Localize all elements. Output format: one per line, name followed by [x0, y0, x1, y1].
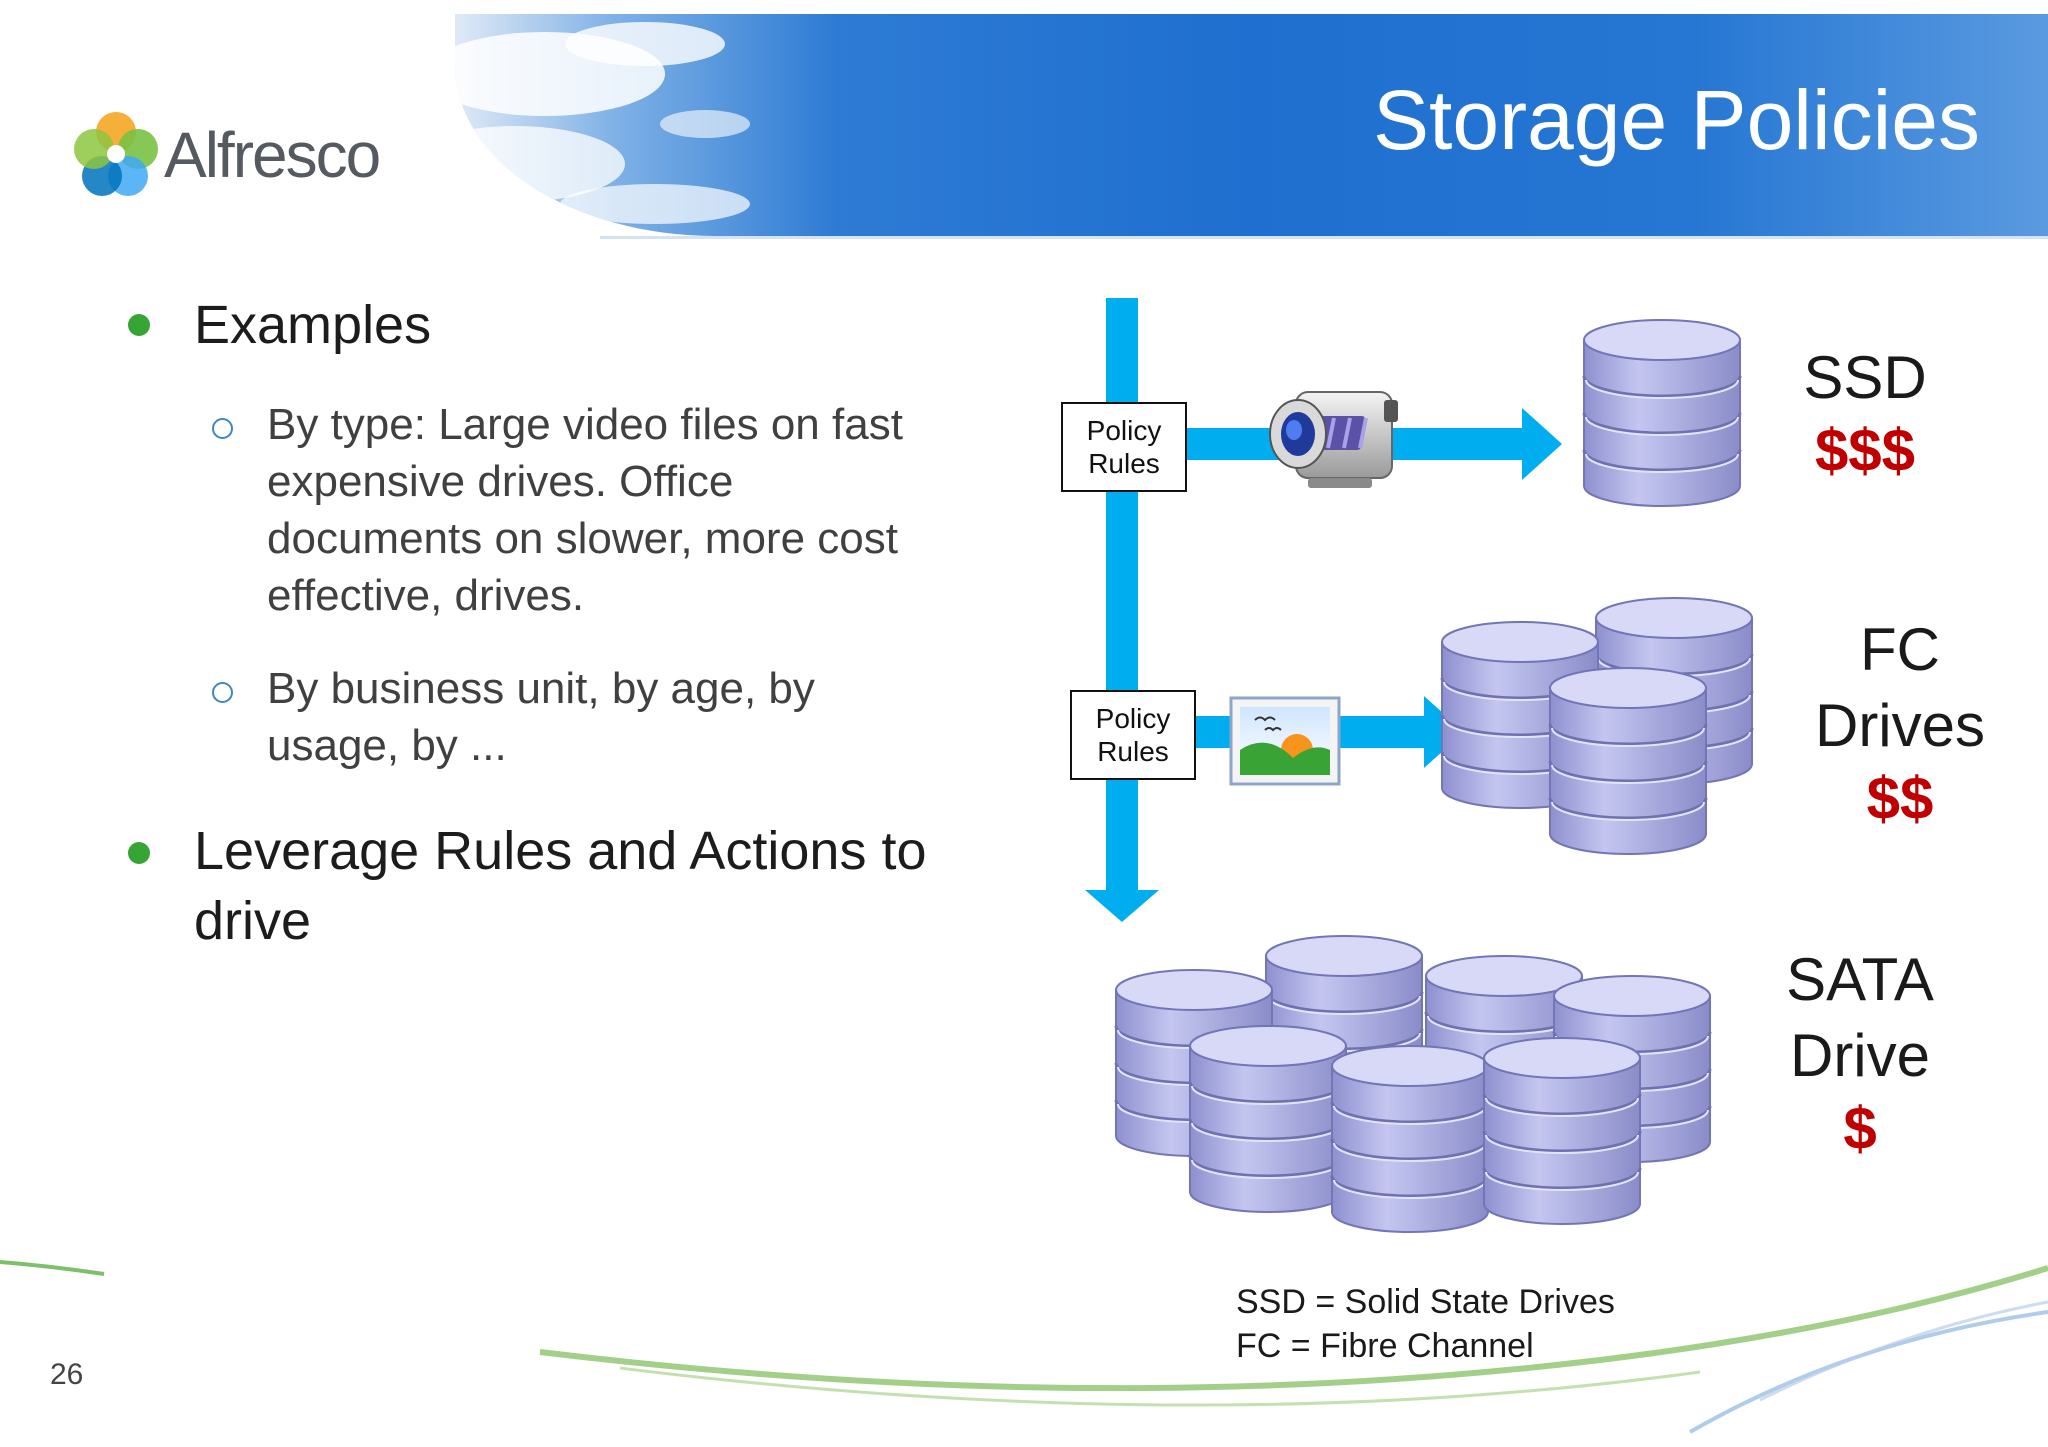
- bullet-examples: Examples: [194, 295, 432, 355]
- picture-icon: [1229, 696, 1341, 786]
- text-line: Rules: [1088, 448, 1160, 479]
- text-line: Policy: [1086, 415, 1162, 446]
- text-line: Policy: [1095, 703, 1171, 734]
- text-line: drive: [194, 891, 312, 951]
- alfresco-logo-icon: [74, 112, 158, 196]
- policy-rules-box: Policy Rules: [1070, 690, 1196, 780]
- sub-bullet-ring: [212, 418, 233, 439]
- text-line: Leverage Rules and Actions to: [194, 821, 927, 881]
- fc-disk-stack: [1548, 666, 1708, 856]
- tier-fc-drives: FC Drives $$: [1790, 612, 2010, 833]
- sata-disk-stack: [1482, 1036, 1642, 1226]
- slide-title: Storage Policies: [1373, 73, 1980, 167]
- ssd-disk-stack: [1582, 318, 1742, 508]
- sky-clouds: [455, 22, 750, 224]
- text-line: documents on slower, more cost: [267, 514, 898, 563]
- tier-cost: $$$: [1814, 417, 1916, 484]
- fc-disk-cluster: [1440, 596, 1754, 856]
- tier-ssd: SSD $$$: [1760, 340, 1970, 485]
- header-banner: [455, 14, 2048, 236]
- bullet-dot: [128, 314, 150, 336]
- sub-bullet-ring: [212, 682, 233, 703]
- sata-disk-stack: [1188, 1024, 1348, 1214]
- text-line: By business unit, by age, by: [267, 664, 815, 713]
- down-arrow-head: [1085, 890, 1159, 922]
- sub-bullet-by-business-unit: By business unit, by age, by usage, by .…: [267, 660, 815, 774]
- tier-name: Drive: [1789, 1022, 1930, 1089]
- abbreviation-legend: SSD = Solid State Drives FC = Fibre Chan…: [1236, 1280, 1615, 1368]
- policy-rules-box: Policy Rules: [1061, 402, 1187, 492]
- sata-disk-cluster: [1114, 934, 1712, 1234]
- bullet-dot: [128, 842, 150, 864]
- video-camera-icon: [1269, 391, 1398, 488]
- text-line: expensive drives. Office: [267, 457, 734, 506]
- logo-wordmark: Alfresco: [164, 119, 381, 191]
- tier-name: SATA: [1786, 946, 1934, 1013]
- tier-sata-drive: SATA Drive $: [1760, 942, 1960, 1163]
- page-number: 26: [50, 1358, 84, 1391]
- bullet-leverage-rules: Leverage Rules and Actions to drive: [194, 816, 926, 956]
- legend-line: SSD = Solid State Drives: [1236, 1283, 1615, 1321]
- text-line: effective, drives.: [267, 571, 585, 620]
- ssd-arrow-head: [1522, 408, 1562, 480]
- text-line: Rules: [1097, 736, 1169, 767]
- text-line: By type: Large video files on fast: [267, 400, 903, 449]
- text-line: usage, by ...: [267, 721, 507, 770]
- tier-cost: $: [1843, 1095, 1877, 1162]
- legend-line: FC = Fibre Channel: [1236, 1327, 1534, 1365]
- tier-name: Drives: [1814, 692, 1985, 759]
- decorative-swooshes: [0, 1260, 2048, 1434]
- tier-cost: $$: [1866, 765, 1934, 832]
- sub-bullet-by-type: By type: Large video files on fast expen…: [267, 396, 903, 624]
- header-rule: [600, 236, 2048, 239]
- sata-disk-stack: [1330, 1044, 1490, 1234]
- tier-name: FC: [1860, 616, 1940, 683]
- vertical-flow-bar: [1106, 298, 1138, 892]
- tier-name: SSD: [1803, 344, 1927, 411]
